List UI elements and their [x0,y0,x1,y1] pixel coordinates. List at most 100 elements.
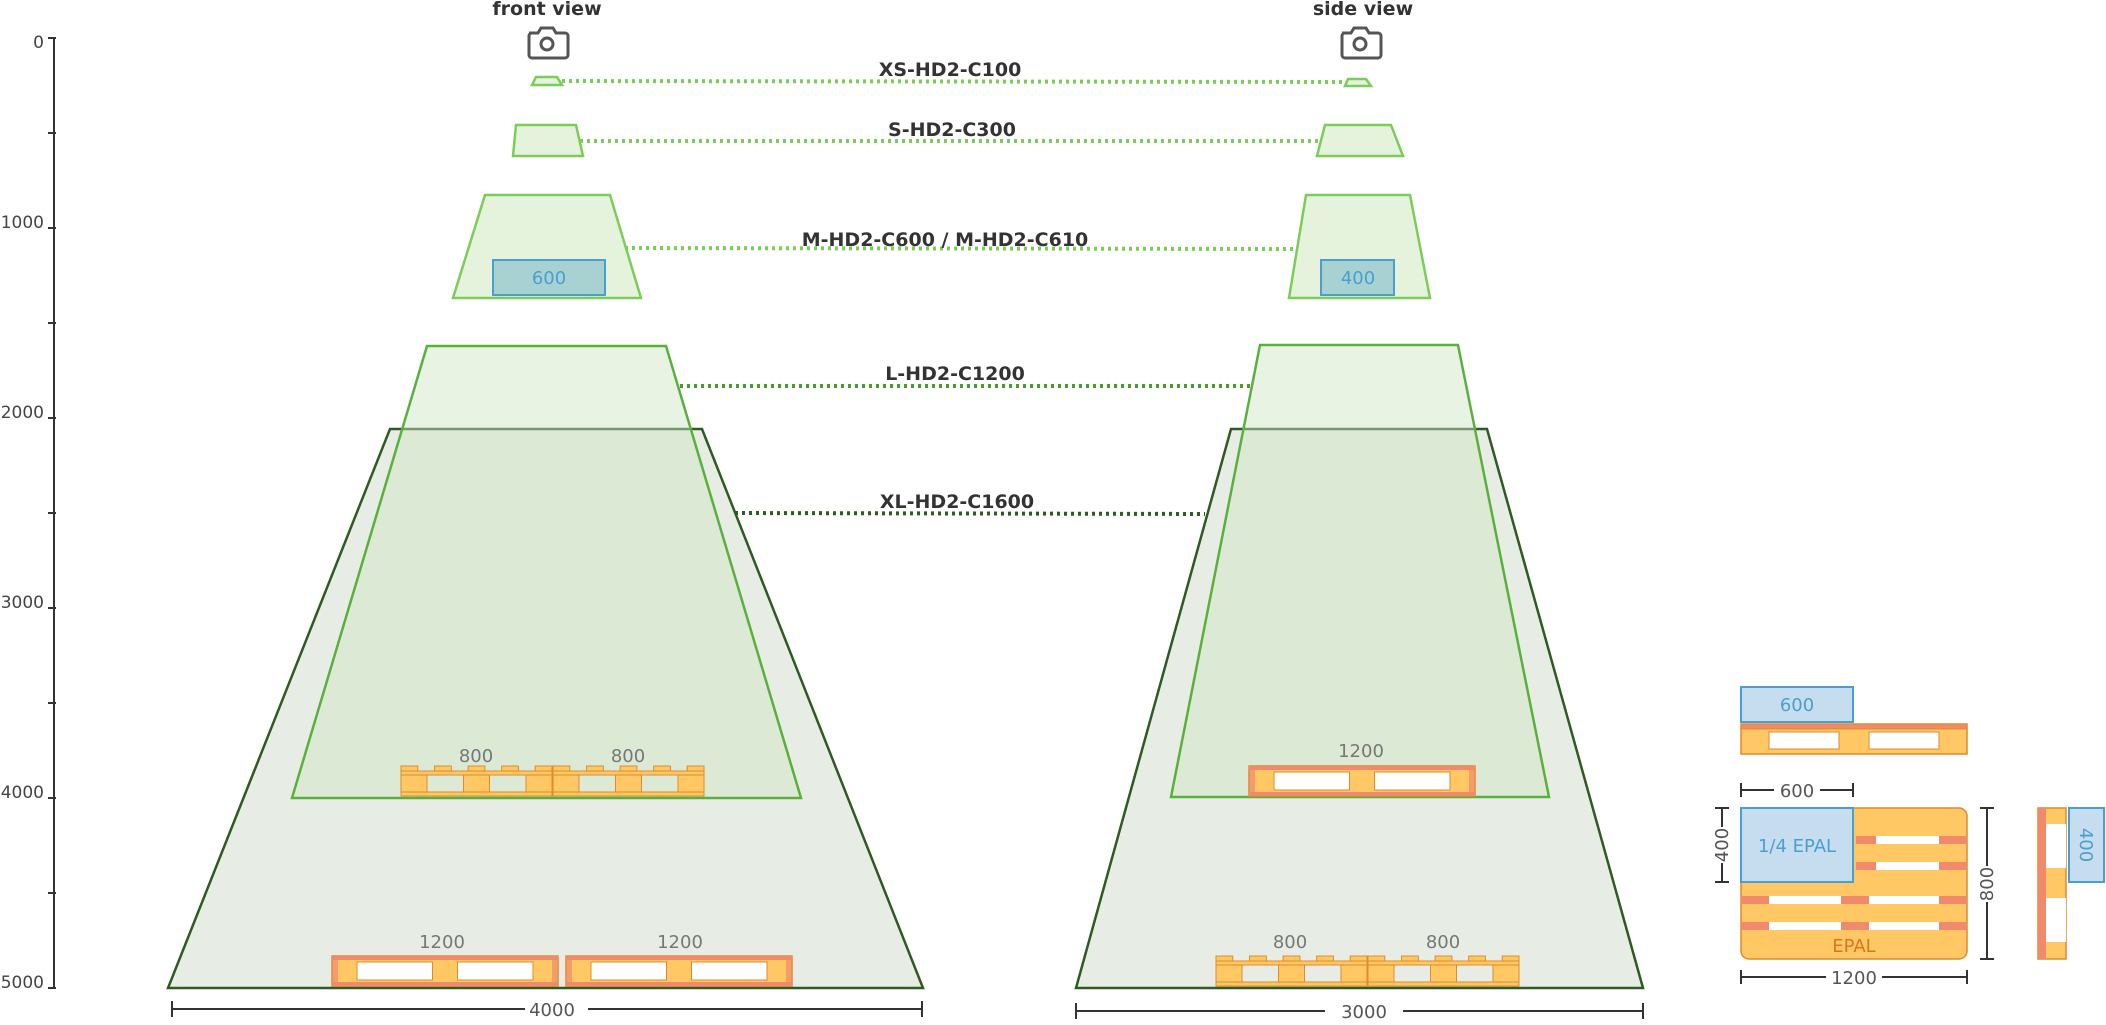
l-side-pallet-label: 1200 [1338,741,1384,762]
legend-width-600: 600 [1780,781,1814,802]
axis-label-5000: 5000 [1,973,44,993]
front-width-label: 4000 [529,1000,575,1020]
xl-front-pallet-label-2: 1200 [657,932,703,953]
pallet-top-board [332,956,558,960]
legend-depth-800: 800 [1977,867,1998,901]
pallet-slat [1367,955,1386,962]
s-front-fov [511,123,585,158]
pallet-slat [434,765,452,772]
pallet-block [552,774,580,793]
epal-block [1841,922,1869,930]
pallet-slat [534,765,553,772]
pallet-bottom-board [400,791,553,797]
model-label-s: S-HD2-C300 [888,119,1016,141]
l-front-fov [290,344,803,800]
pallet-block [1215,964,1243,983]
pallet-end-board [566,956,572,986]
dim-label-bg [1712,827,1732,863]
side-view-label: side view [1313,0,1413,20]
pallet-gap [590,961,667,981]
s-fov [511,123,1405,158]
pallets [331,765,1520,987]
l-side-pallet [1248,765,1476,797]
bottom-dimension-front: 4000 [171,1000,923,1021]
pallet-bottom-board [1215,981,1368,987]
pallet-legend: 600 600 [1712,686,2105,989]
legend-side-box [2068,807,2105,883]
pallet-slat [552,765,571,772]
vertical-axis: 0 1000 2000 3000 4000 5000 [1,33,56,993]
legend-width-1200: 1200 [1831,968,1877,989]
side-view-header: side view [1313,0,1413,60]
model-label-xl: XL-HD2-C1600 [880,491,1034,513]
xs-connector [561,79,1346,84]
pallet-slat [501,765,519,772]
dim-label-bg [1826,967,1882,987]
dim-label-bg [1977,866,1997,902]
pallet-labels: 800 800 1200 1200 1200 800 800 [419,741,1460,953]
model-label-l: L-HD2-C1200 [885,363,1025,385]
pallet-top-board [1740,723,1968,730]
xs-front-fov [529,75,565,87]
legend-side-box-label: 400 [2075,828,2096,862]
bottom-dimension-side: 3000 [1075,1002,1644,1023]
l-front-pallet-label-1: 800 [459,746,493,767]
l-fov [290,343,1551,800]
camera-icon [1340,26,1383,60]
pallet-block [1367,964,1395,983]
axis-label-2000: 2000 [1,403,44,423]
pallet-top-board [566,956,792,960]
legend-top-box [1740,686,1854,723]
xl-side-pallet-2 [1367,955,1520,987]
xl-side-pallet-label-1: 800 [1273,932,1307,953]
epal-slot [1857,862,1967,870]
pallet-slat [1468,955,1486,962]
pallet-slat [1434,955,1453,962]
m-side-area-label: 400 [1341,268,1375,289]
camera-icon [527,26,570,60]
pallet-top-board [400,770,553,776]
legend-epal-label: EPAL [1832,936,1875,957]
legend-top-box-label: 600 [1780,695,1814,716]
xl-front-pallet-2 [565,955,793,987]
pallet-block [1278,964,1305,983]
epal-block [1841,896,1869,904]
xs-side-fov [1343,77,1374,88]
pallet-top-board [1215,960,1368,966]
pallet-gap [1273,771,1350,791]
pallet-slat [1316,955,1334,962]
l-side-fov [1169,343,1551,799]
pallet-bottom-board [552,791,705,797]
pallet-bottom-board [1367,981,1520,987]
pallet-block [463,774,490,793]
pallet-side-gap [2046,824,2066,868]
epal-block [1939,922,1967,930]
pallet-block [1430,964,1457,983]
s-side-fov [1315,123,1405,158]
epal-block [1856,862,1876,870]
side-width-label: 3000 [1341,1002,1387,1020]
xl-front-fov [166,427,925,990]
axis-label-4000: 4000 [1,783,44,803]
epal-block [1939,836,1967,844]
legend-quarter-label: 1/4 EPAL [1758,836,1836,857]
pallet-bottom-board [1249,792,1475,796]
pallet-block [1340,964,1368,983]
pallet-slat [1401,955,1419,962]
pallet-top-board [552,770,705,776]
model-label-m: M-HD2-C600 / M-HD2-C610 [802,229,1089,251]
pallet-slat [1215,955,1234,962]
epal-block [1939,896,1967,904]
pallet-gap [356,961,433,981]
model-label-xs: XS-HD2-C100 [879,59,1022,81]
pallet-end-board [332,956,338,986]
xl-front-pallet-1 [331,955,559,987]
xl-side-fov [1074,427,1645,990]
pallet-bottom-board [566,982,792,986]
pallet-gap [691,961,768,981]
legend-pallet-front [1740,723,1968,755]
epal-block [1856,836,1876,844]
pallet-block [400,774,428,793]
pallet-gap [457,961,534,981]
